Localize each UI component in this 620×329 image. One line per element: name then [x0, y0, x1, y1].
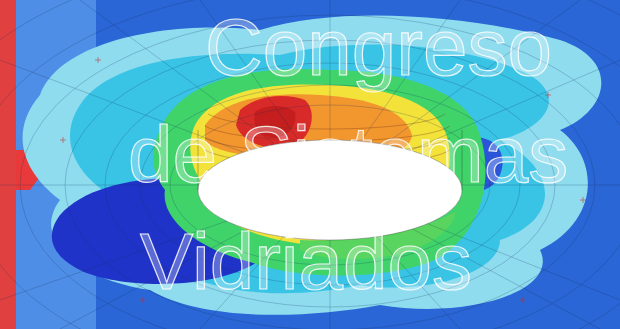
watermark-text: Vidriados	[140, 222, 472, 302]
watermark-text: Congreso	[205, 8, 552, 88]
watermark-text: de Sistemas	[128, 115, 568, 195]
